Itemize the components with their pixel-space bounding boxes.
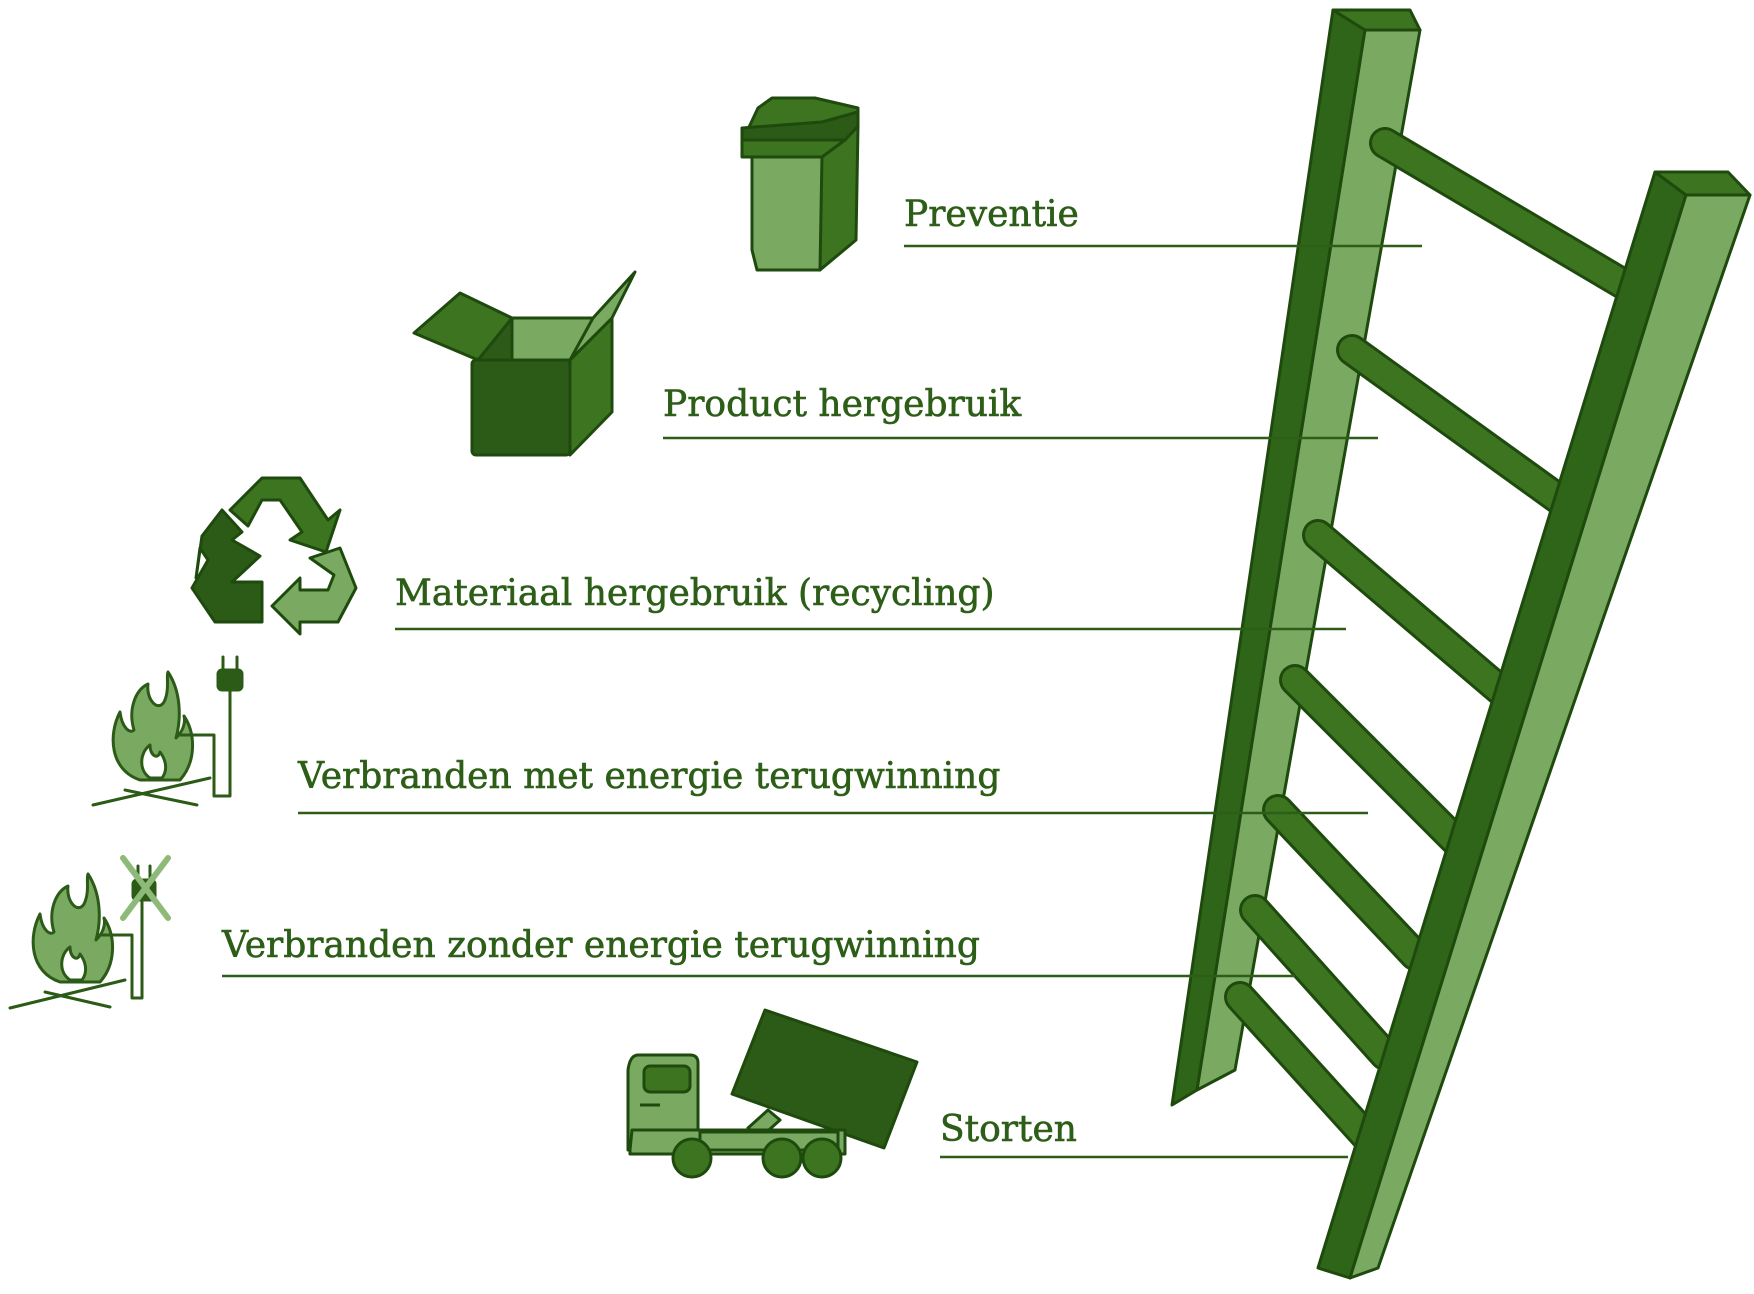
ladder-rung (1227, 984, 1378, 1148)
ladder-right-rail-front (1348, 193, 1752, 1280)
cross-icon (120, 855, 171, 921)
truck-wheel (761, 1137, 803, 1179)
step-preventie: Preventie (904, 194, 1422, 248)
fire-with-crossed-plug-icon (8, 855, 171, 1010)
ladder-rung (1372, 130, 1638, 298)
plug-icon (216, 668, 244, 692)
truck-wheel (671, 1137, 713, 1179)
step-verbranden-zonder: Verbranden zonder energie terugwinning (221, 925, 1295, 978)
dump-truck-icon (626, 1008, 919, 1179)
waste-bin-icon (740, 96, 860, 272)
fire-with-plug-icon (91, 655, 244, 807)
ladder-right-rail-top (1653, 170, 1752, 197)
step-materiaal-hergebruik: Materiaal hergebruik (recycling) (395, 573, 1346, 631)
open-box-icon (412, 270, 637, 457)
ladder-rung (1305, 522, 1513, 703)
truck-bed (730, 1008, 919, 1150)
ladder-rung (1282, 667, 1468, 853)
ladder-rung (1265, 797, 1428, 968)
ladder-icon (1170, 8, 1752, 1280)
truck-wheel (801, 1137, 843, 1179)
ladder-left-rail-top (1331, 8, 1422, 32)
ladder-rung (1242, 897, 1398, 1068)
step-label: Product hergebruik (663, 384, 1022, 425)
step-label: Storten (940, 1109, 1077, 1150)
step-label: Verbranden zonder energie terugwinning (221, 925, 980, 966)
ladder-right-rail-side (1316, 170, 1688, 1280)
step-product-hergebruik: Product hergebruik (663, 384, 1378, 440)
step-storten: Storten (940, 1109, 1348, 1159)
step-label: Materiaal hergebruik (recycling) (395, 573, 994, 614)
ladder-rungs (1224, 127, 1641, 1151)
recycle-icon (190, 476, 358, 636)
step-label: Preventie (904, 194, 1079, 235)
step-label: Verbranden met energie terugwinning (297, 756, 1000, 797)
ladder-rung (1339, 337, 1573, 513)
flame-icon (111, 670, 195, 782)
step-verbranden-met: Verbranden met energie terugwinning (297, 756, 1368, 815)
flame-icon (31, 872, 115, 984)
